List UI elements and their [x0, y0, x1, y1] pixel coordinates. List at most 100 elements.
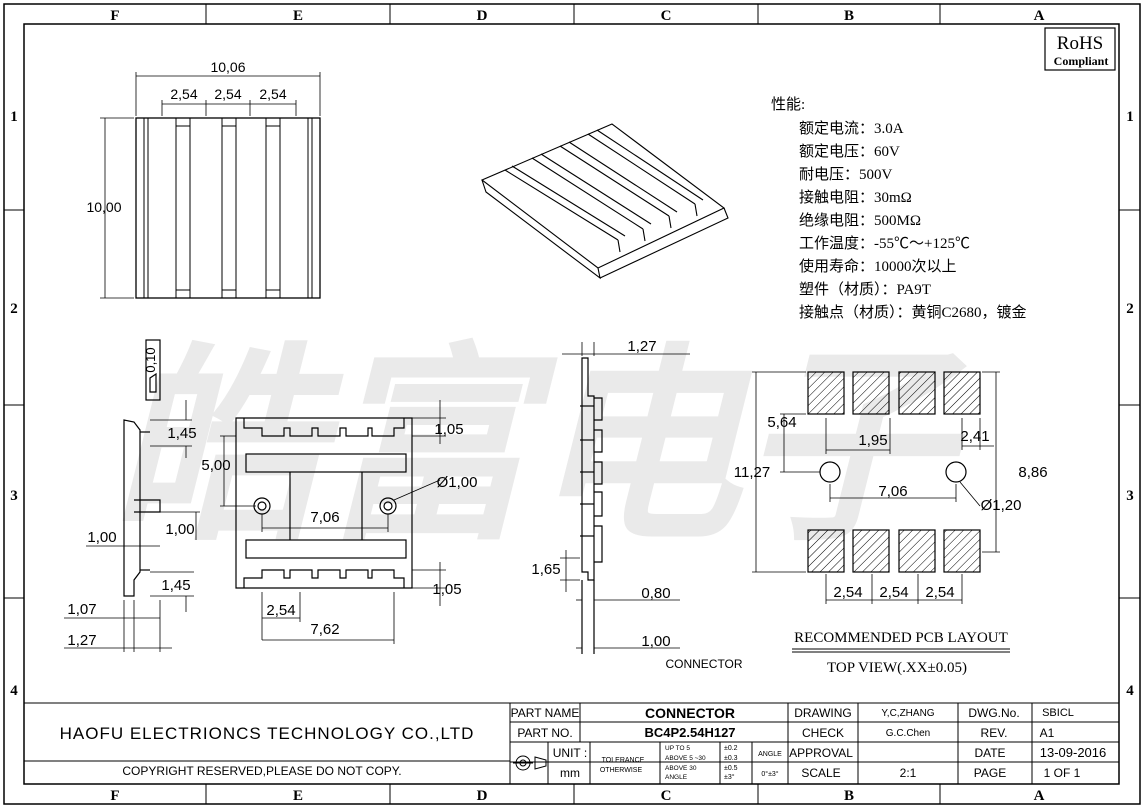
- col-label-bottom: B: [844, 788, 854, 804]
- dim-1-45-top: 1,45: [167, 425, 196, 442]
- part-no-value: BC4P2.54H127: [644, 725, 735, 740]
- dim-hole-1-00: Ø1,00: [437, 474, 478, 491]
- connector-label: CONNECTOR: [665, 657, 742, 671]
- specs-title: 性能:: [771, 96, 805, 113]
- dim-1-05-top: 1,05: [434, 421, 463, 438]
- dim-1-27: 1,27: [67, 632, 96, 649]
- col-label-bottom: F: [110, 788, 119, 804]
- scale-value: 2:1: [900, 766, 917, 780]
- drawing-value: Y,C,ZHANG: [881, 708, 934, 719]
- top-view: 10,06 2,54 2,54 2,54 10,00: [86, 59, 321, 299]
- spec-line: 接触点（材质）：黄铜C2680，镀金: [799, 304, 1027, 321]
- dim-2-41: 2,41: [960, 428, 989, 445]
- dwg-label: DWG.No.: [968, 706, 1019, 720]
- dim-1-45-bottom: 1,45: [161, 577, 190, 594]
- dim-8-86: 8,86: [1018, 464, 1047, 481]
- col-label-bottom: A: [1034, 788, 1045, 804]
- dim-5-64: 5,64: [767, 414, 796, 431]
- col-label-top: D: [477, 8, 488, 24]
- dwg-value: SBICL: [1042, 707, 1074, 719]
- dim-0-10: 0,10: [143, 347, 158, 372]
- dim-overall-height: 10,00: [86, 199, 121, 215]
- dim-hole-1-20: Ø1,20: [981, 497, 1022, 514]
- row-label-right: 2: [1126, 301, 1134, 317]
- company-name: HAOFU ELECTRIONCS TECHNOLOGY CO.,LTD: [60, 724, 475, 743]
- tol-range: ANGLE: [665, 774, 688, 781]
- dim-pitch: 2,54: [259, 86, 286, 102]
- outer-border: [3, 3, 1141, 805]
- dim-1-00-outer: 1,00: [87, 529, 116, 546]
- spec-line: 额定电压：60V: [799, 143, 900, 160]
- dim-7-62: 7,62: [310, 621, 339, 638]
- angle-label: ANGLE: [758, 751, 782, 758]
- part-name-label: PART NAME: [511, 706, 580, 720]
- check-label: CHECK: [802, 726, 844, 740]
- pcb-layout: 5,64 1,95 2,41 11,27 8,86 7,06 Ø1,20 2,5…: [734, 371, 1048, 676]
- col-label-top: E: [293, 8, 303, 24]
- col-label-top: C: [661, 8, 672, 24]
- angle-value: 0°±3°: [761, 770, 778, 778]
- check-value: G.C.Chen: [886, 728, 930, 739]
- col-label-bottom: D: [477, 788, 488, 804]
- pcb-caption-subtitle: TOP VIEW(.XX±0.05): [827, 660, 967, 676]
- spec-line: 绝缘电阻：500MΩ: [799, 212, 921, 229]
- dim-7-06: 7,06: [310, 509, 339, 526]
- spec-line: 耐电压：500V: [799, 166, 893, 183]
- end-view: 1,27 1,65 0,80 1,00 CONNECTOR: [531, 338, 742, 671]
- approval-label: APPROVAL: [789, 746, 853, 760]
- spec-line: 使用寿命：10000次以上: [799, 257, 957, 275]
- row-label-right: 3: [1126, 488, 1134, 504]
- dim-pitch: 2,54: [833, 584, 862, 601]
- tol-range: ABOVE 5 ~30: [665, 755, 706, 762]
- side-view: 0,10 1,45 1,00 1,00 1,45 1,07 1,27: [64, 339, 200, 652]
- row-label-left: 4: [10, 683, 18, 699]
- pcb-caption-title: RECOMMENDED PCB LAYOUT: [794, 630, 1008, 646]
- col-label-bottom: C: [661, 788, 672, 804]
- spec-line: 塑件（材质）：PA9T: [799, 281, 931, 298]
- watermark: 皓富电子: [110, 325, 967, 570]
- col-label-bottom: E: [293, 788, 303, 804]
- page-value: 1 OF 1: [1044, 766, 1081, 780]
- dim-0-80: 0,80: [641, 585, 670, 602]
- dim-1-95: 1,95: [858, 432, 887, 449]
- dim-pitch: 2,54: [214, 86, 241, 102]
- tol-value: ±0.3: [724, 755, 738, 762]
- rev-value: A1: [1040, 726, 1055, 740]
- dim-11-27: 11,27: [734, 464, 770, 481]
- dim-1-00-inner: 1,00: [165, 521, 194, 538]
- rev-label: REV.: [981, 726, 1008, 740]
- col-label-top: F: [110, 8, 119, 24]
- title-block: HAOFU ELECTRIONCS TECHNOLOGY CO.,LTD COP…: [24, 702, 1119, 784]
- row-label-left: 1: [10, 109, 18, 125]
- col-label-top: A: [1034, 8, 1045, 24]
- row-label-right: 4: [1126, 683, 1134, 699]
- tol-range: UP TO 5: [665, 745, 690, 752]
- col-label-top: B: [844, 8, 854, 24]
- tol-value: ±0.5: [724, 765, 738, 772]
- unit-value: mm: [560, 766, 580, 780]
- dim-5-00: 5,00: [201, 457, 230, 474]
- date-value: 13-09-2016: [1040, 745, 1107, 760]
- dim-pitch: 2,54: [879, 584, 908, 601]
- scale-label: SCALE: [801, 766, 840, 780]
- dim-overall-width: 10,06: [210, 59, 245, 75]
- row-label-left: 2: [10, 301, 18, 317]
- part-no-label: PART NO.: [517, 726, 572, 740]
- dim-1-05-bottom: 1,05: [432, 581, 461, 598]
- inner-border: [23, 23, 1120, 785]
- drawing-label: DRAWING: [794, 706, 852, 720]
- rohs-subtitle: Compliant: [1054, 54, 1109, 68]
- dim-7-06: 7,06: [878, 483, 907, 500]
- unit-label: UNIT :: [553, 746, 587, 760]
- tol-value: ±0.2: [724, 745, 738, 752]
- column-ticks: [4, 4, 1140, 804]
- dim-1-27: 1,27: [627, 338, 656, 355]
- rohs-title: RoHS: [1057, 33, 1103, 54]
- tolerance-label-2: OTHERWISE: [600, 767, 643, 774]
- tolerance-label: TOLERANCE: [602, 757, 645, 764]
- dim-2-54: 2,54: [266, 602, 295, 619]
- page-label: PAGE: [974, 766, 1006, 780]
- dim-pitch: 2,54: [170, 86, 197, 102]
- spec-line: 额定电流：3.0A: [799, 120, 904, 137]
